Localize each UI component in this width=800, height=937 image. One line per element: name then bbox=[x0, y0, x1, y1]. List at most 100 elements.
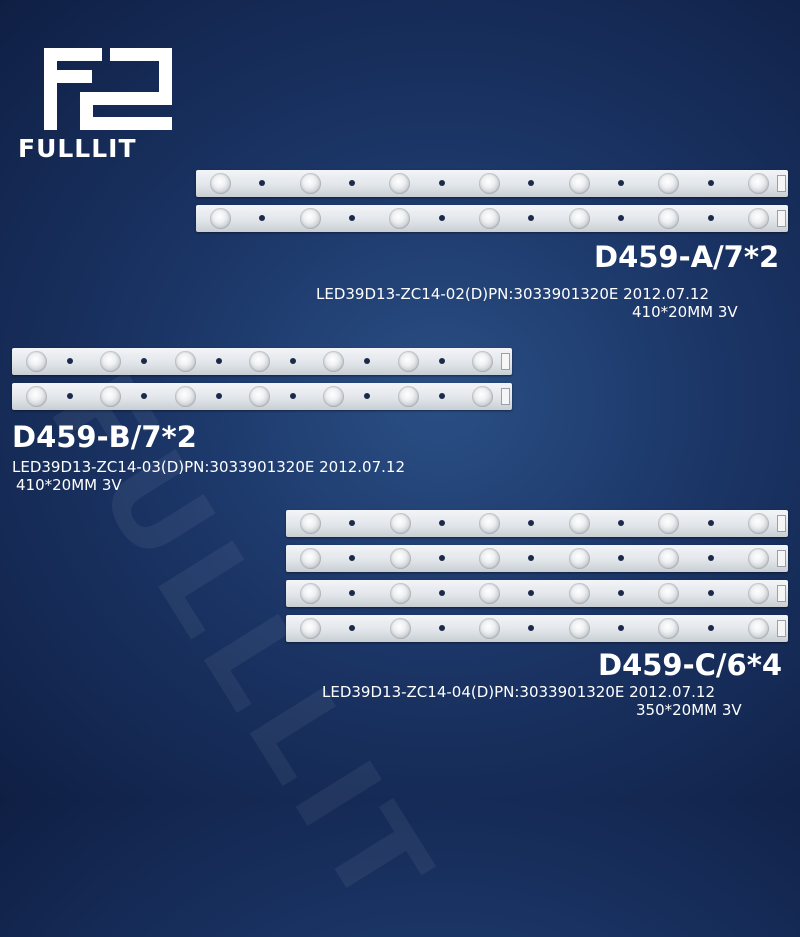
led-strip-b-1 bbox=[12, 348, 512, 375]
led-lens bbox=[748, 618, 769, 639]
led-lens bbox=[658, 583, 680, 604]
led-lens bbox=[568, 208, 590, 229]
led-lens bbox=[100, 351, 122, 372]
led-lens bbox=[748, 583, 769, 604]
led-lens bbox=[397, 351, 419, 372]
led-lens bbox=[748, 513, 769, 534]
product-c-size: 350*20MM 3V bbox=[636, 701, 742, 719]
mounting-hole bbox=[289, 358, 296, 364]
mounting-hole bbox=[618, 520, 625, 526]
mounting-hole bbox=[528, 180, 535, 186]
strip-connector bbox=[777, 515, 786, 532]
mounting-hole bbox=[528, 590, 535, 596]
led-lens bbox=[174, 386, 196, 407]
led-lens bbox=[568, 513, 590, 534]
led-lens bbox=[479, 618, 501, 639]
mounting-hole bbox=[618, 590, 625, 596]
mounting-hole bbox=[349, 555, 356, 561]
led-lens bbox=[210, 173, 231, 194]
mounting-hole bbox=[289, 393, 296, 399]
mounting-hole bbox=[438, 358, 445, 364]
brand-name: FULLLIT bbox=[18, 134, 137, 163]
mounting-hole bbox=[66, 358, 73, 364]
mounting-hole bbox=[617, 180, 624, 186]
led-lens bbox=[397, 386, 419, 407]
led-strip-a-2 bbox=[196, 205, 788, 232]
mounting-hole bbox=[617, 215, 624, 221]
strip-connector bbox=[777, 550, 786, 567]
mounting-hole bbox=[364, 393, 371, 399]
mounting-hole bbox=[707, 625, 714, 631]
strip-connector bbox=[777, 585, 786, 602]
mounting-hole bbox=[215, 393, 222, 399]
led-lens bbox=[479, 513, 501, 534]
mounting-hole bbox=[215, 358, 222, 364]
mounting-hole bbox=[707, 215, 714, 221]
mounting-hole bbox=[438, 215, 445, 221]
product-c-title: D459-C/6*4 bbox=[598, 648, 783, 682]
led-lens bbox=[658, 618, 680, 639]
led-lens bbox=[100, 386, 122, 407]
mounting-hole bbox=[707, 555, 714, 561]
led-lens bbox=[389, 548, 411, 569]
led-lens bbox=[658, 208, 680, 229]
mounting-hole bbox=[438, 590, 445, 596]
product-a-title: D459-A/7*2 bbox=[594, 240, 780, 274]
mounting-hole bbox=[438, 555, 445, 561]
led-lens bbox=[472, 351, 493, 372]
mounting-hole bbox=[348, 180, 355, 186]
led-lens bbox=[479, 208, 500, 229]
led-lens bbox=[299, 173, 321, 194]
led-lens bbox=[568, 548, 590, 569]
led-lens bbox=[748, 173, 769, 194]
strip-connector bbox=[777, 210, 786, 227]
mounting-hole bbox=[141, 393, 148, 399]
product-b-size: 410*20MM 3V bbox=[16, 476, 122, 494]
led-lens bbox=[479, 173, 500, 194]
mounting-hole bbox=[528, 520, 535, 526]
led-lens bbox=[300, 618, 321, 639]
mounting-hole bbox=[349, 590, 356, 596]
led-strip-c-4 bbox=[286, 615, 788, 642]
led-lens bbox=[658, 548, 680, 569]
led-lens bbox=[323, 351, 345, 372]
strip-connector bbox=[501, 353, 510, 370]
brand-logo: FULLLIT bbox=[18, 44, 190, 166]
product-a-size: 410*20MM 3V bbox=[632, 303, 738, 321]
fl-logo-mark-icon bbox=[44, 48, 172, 130]
strip-connector bbox=[777, 175, 786, 192]
led-strip-c-1 bbox=[286, 510, 788, 537]
mounting-hole bbox=[66, 393, 73, 399]
led-lens bbox=[299, 208, 321, 229]
mounting-hole bbox=[707, 590, 714, 596]
mounting-hole bbox=[349, 520, 356, 526]
led-lens bbox=[389, 173, 411, 194]
led-lens bbox=[174, 351, 196, 372]
led-lens bbox=[658, 173, 680, 194]
product-b-spec: LED39D13-ZC14-03(D)PN:3033901320E 2012.0… bbox=[12, 458, 405, 476]
strip-connector bbox=[777, 620, 786, 637]
led-lens bbox=[26, 386, 47, 407]
led-lens bbox=[300, 548, 321, 569]
mounting-hole bbox=[618, 625, 625, 631]
mounting-hole bbox=[707, 180, 714, 186]
led-lens bbox=[568, 618, 590, 639]
led-strip-a-1 bbox=[196, 170, 788, 197]
mounting-hole bbox=[528, 625, 535, 631]
mounting-hole bbox=[618, 555, 625, 561]
led-lens bbox=[323, 386, 345, 407]
led-lens bbox=[389, 618, 411, 639]
mounting-hole bbox=[259, 180, 266, 186]
led-lens bbox=[300, 513, 321, 534]
led-lens bbox=[748, 548, 769, 569]
product-c-spec: LED39D13-ZC14-04(D)PN:3033901320E 2012.0… bbox=[322, 683, 715, 701]
led-strip-c-3 bbox=[286, 580, 788, 607]
mounting-hole bbox=[364, 358, 371, 364]
led-lens bbox=[249, 351, 270, 372]
mounting-hole bbox=[349, 625, 356, 631]
mounting-hole bbox=[707, 520, 714, 526]
mounting-hole bbox=[141, 358, 148, 364]
led-lens bbox=[389, 208, 411, 229]
strip-connector bbox=[501, 388, 510, 405]
led-lens bbox=[26, 351, 47, 372]
